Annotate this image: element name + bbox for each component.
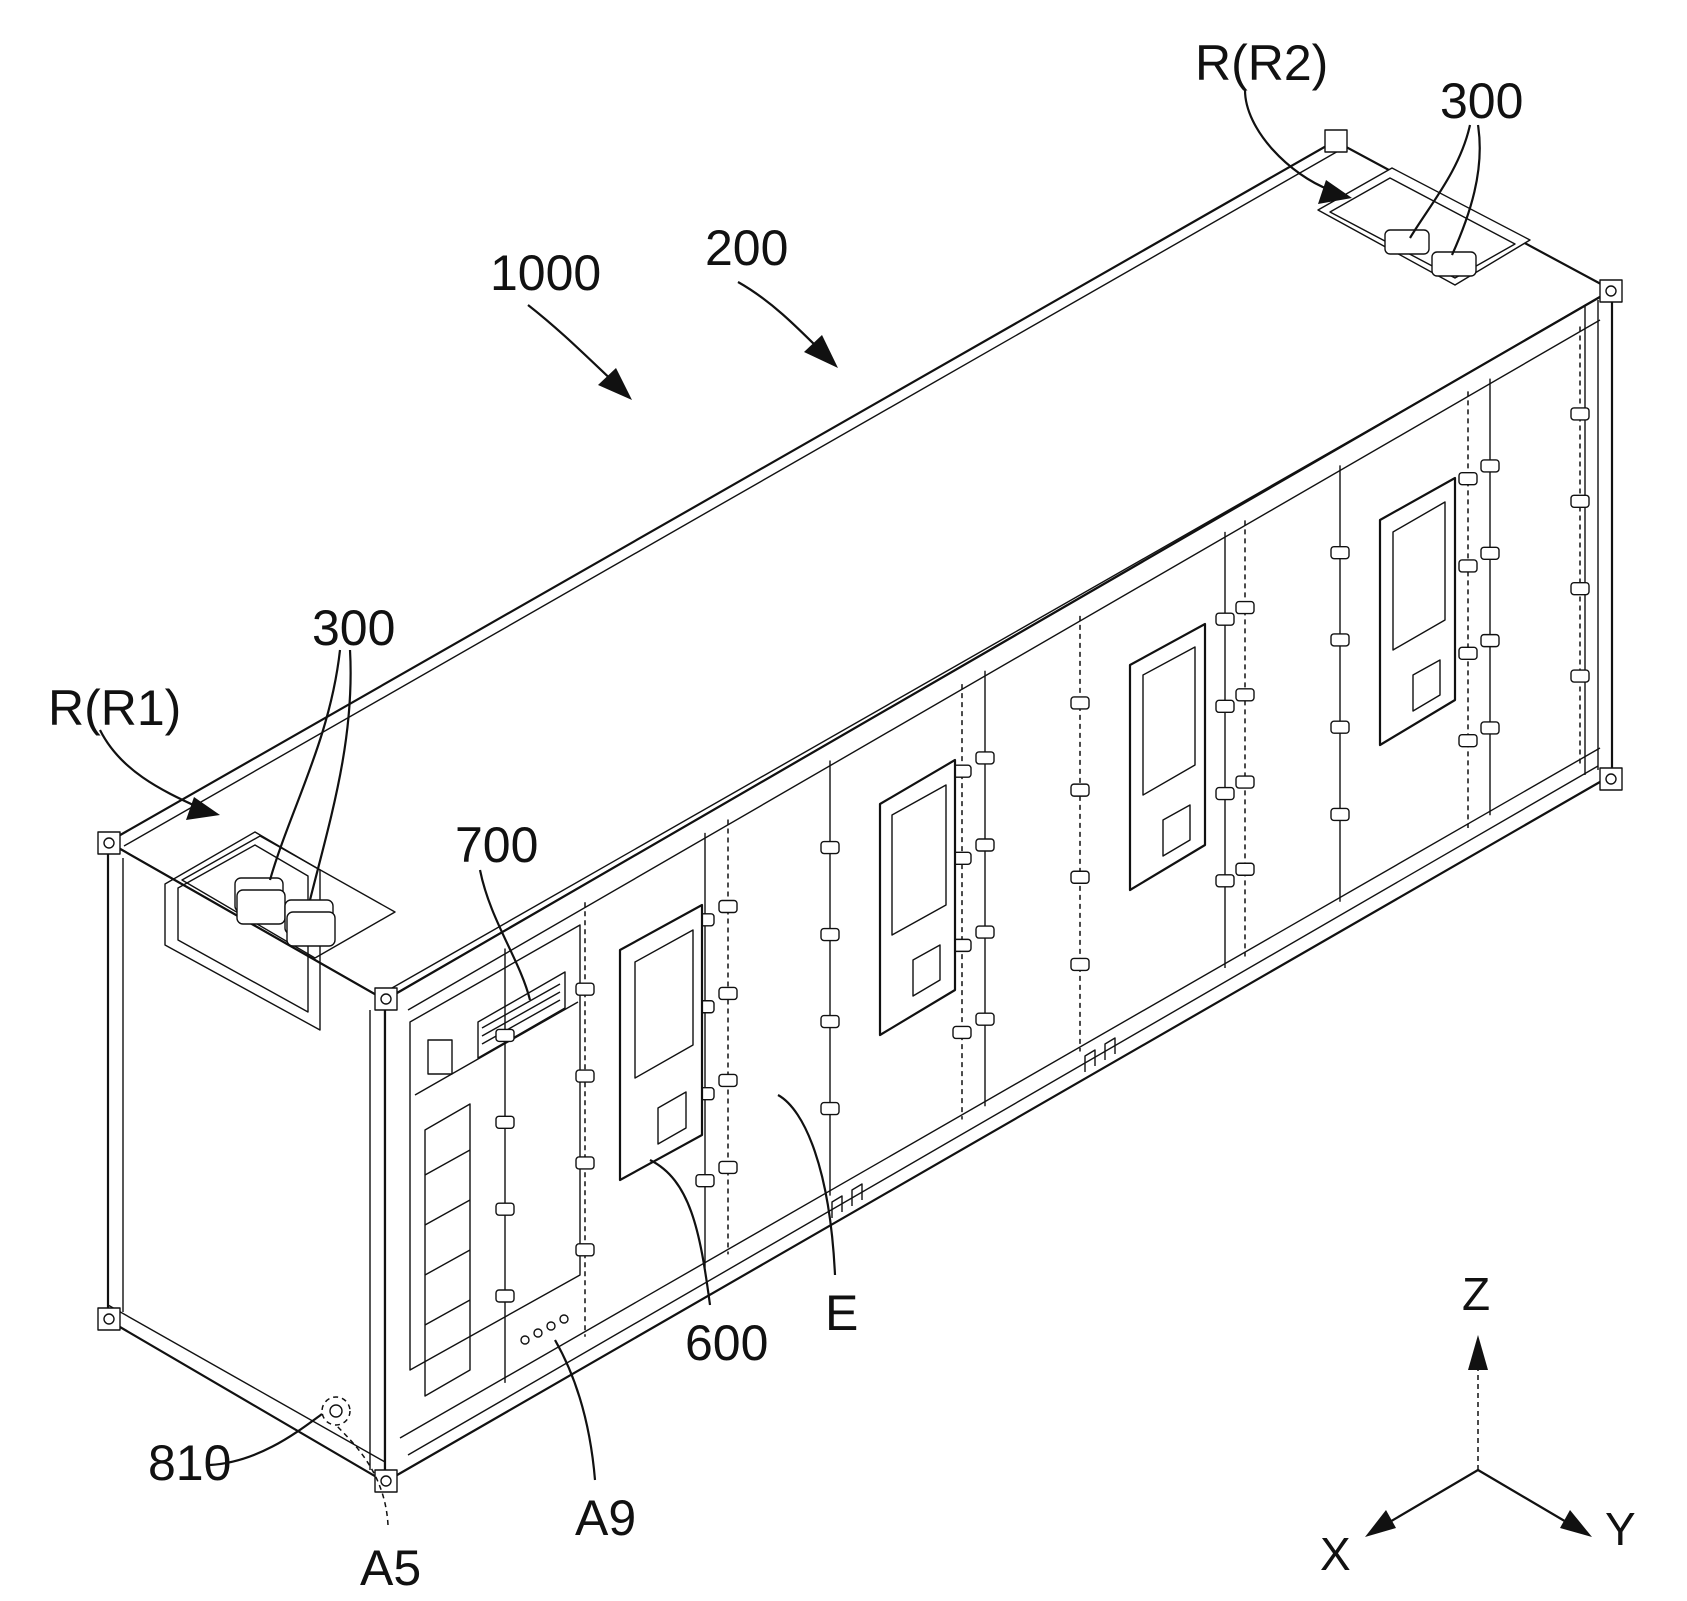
hinge-tab <box>821 1016 839 1028</box>
hinge-tab <box>976 926 994 938</box>
axis-z-label: Z <box>1462 1268 1490 1320</box>
hinge-tab <box>1571 583 1589 595</box>
hinge-tab <box>1236 602 1254 614</box>
label-e: E <box>825 1285 858 1341</box>
label-a5: A5 <box>360 1540 421 1596</box>
hinge-tab <box>1481 460 1499 472</box>
label-300-left: 300 <box>312 600 395 656</box>
hinge-tab <box>821 929 839 941</box>
label-810: 810 <box>148 1435 231 1491</box>
hinge-tab <box>576 1244 594 1256</box>
hinge-tab <box>976 839 994 851</box>
hinge-tab <box>1459 560 1477 572</box>
hinge-tab <box>1071 697 1089 709</box>
label-300-right: 300 <box>1440 73 1523 129</box>
hinge-tab <box>1571 408 1589 420</box>
hinge-tab <box>1216 788 1234 800</box>
hinge-tab <box>576 1157 594 1169</box>
axis-x-label: X <box>1320 1528 1351 1580</box>
hinge-tab <box>1331 808 1349 820</box>
hinge-tab <box>1331 634 1349 646</box>
hinge-tab <box>976 752 994 764</box>
hinge-tab <box>719 1074 737 1086</box>
hinge-tab <box>1071 871 1089 883</box>
hinge-tab <box>1236 689 1254 701</box>
hinge-tab <box>821 842 839 854</box>
hinge-tab <box>1216 613 1234 625</box>
hinge-tab <box>576 983 594 995</box>
hinge-tab <box>1481 547 1499 559</box>
hinge-tab <box>1459 647 1477 659</box>
hinge-tab <box>719 900 737 912</box>
coordinate-axes: Z X Y <box>1320 1268 1636 1580</box>
hinge-tab <box>496 1029 514 1041</box>
label-r-r1: R(R1) <box>48 680 181 736</box>
hinge-tab <box>496 1116 514 1128</box>
hinge-tab <box>953 1026 971 1038</box>
x-arrow-icon <box>1365 1510 1396 1537</box>
container-body <box>98 130 1622 1492</box>
label-a9: A9 <box>575 1490 636 1546</box>
hinge-tab <box>1331 547 1349 559</box>
hinge-tab <box>1571 495 1589 507</box>
label-200: 200 <box>705 220 788 276</box>
z-arrow-icon <box>1468 1335 1488 1370</box>
hinge-tab <box>976 1013 994 1025</box>
label-700: 700 <box>455 817 538 873</box>
hinge-tab <box>719 987 737 999</box>
label-1000: 1000 <box>490 245 601 301</box>
hinge-tab <box>1216 700 1234 712</box>
hinge-tab <box>1216 875 1234 887</box>
hinge-tab <box>1481 635 1499 647</box>
door-panel-600 <box>620 905 702 1180</box>
hinge-tab <box>1071 784 1089 796</box>
hinge-tab <box>1331 721 1349 733</box>
hinge-tab <box>821 1103 839 1115</box>
hinge-tab <box>1236 863 1254 875</box>
hinge-tab <box>1236 776 1254 788</box>
hinge-tab <box>1571 670 1589 682</box>
label-r-r2: R(R2) <box>1195 35 1328 91</box>
hinge-tab <box>719 1161 737 1173</box>
hinge-tab <box>576 1070 594 1082</box>
y-arrow-icon <box>1560 1510 1592 1537</box>
hinge-tab <box>1071 958 1089 970</box>
label-600: 600 <box>685 1315 768 1371</box>
hinge-tab <box>496 1203 514 1215</box>
hinge-tab <box>1481 722 1499 734</box>
hinge-tab <box>496 1290 514 1302</box>
hinge-tab <box>1459 473 1477 485</box>
axis-y-label: Y <box>1605 1503 1636 1555</box>
hinge-tab <box>1459 735 1477 747</box>
hinge-tab <box>696 1175 714 1187</box>
